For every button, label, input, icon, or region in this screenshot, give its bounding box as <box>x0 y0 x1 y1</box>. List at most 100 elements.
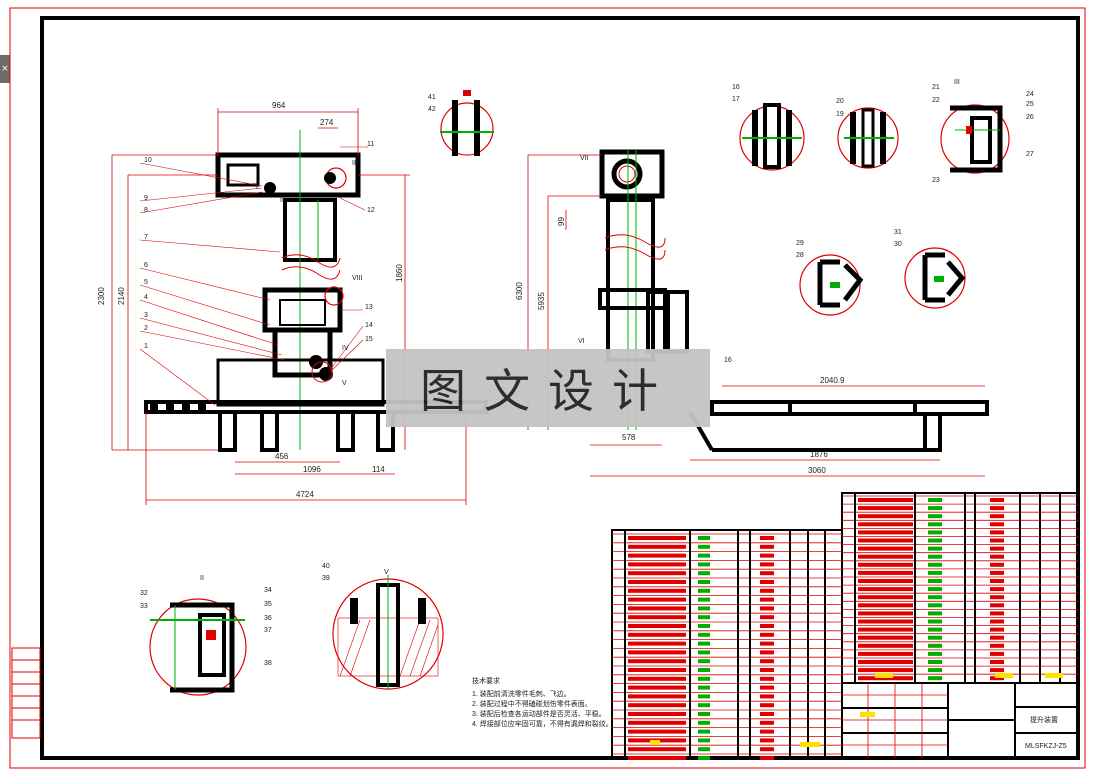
bom-cell-mark <box>698 694 710 699</box>
bom-cell-mark <box>760 650 774 655</box>
part-30: 30 <box>894 241 902 248</box>
bom-cell-mark <box>760 747 774 752</box>
bom-cell-mark <box>628 615 686 620</box>
bom-cell-mark <box>628 606 686 611</box>
part-16: 16 <box>724 357 732 364</box>
bom-cell-mark <box>858 660 913 664</box>
part-38: 38 <box>264 660 272 667</box>
bom-cell-mark <box>928 627 942 632</box>
bom-cell-mark <box>698 668 710 672</box>
bom-cell-mark <box>698 703 710 708</box>
bom-cell-mark <box>928 562 942 567</box>
bom-cell-mark <box>698 544 710 549</box>
bom-cell-mark <box>628 668 686 672</box>
view-label-V-detail: V <box>384 569 389 576</box>
bom-cell-mark <box>928 530 942 535</box>
part-2: 2 <box>144 325 148 332</box>
view-label-IV: IV <box>342 345 349 352</box>
bom-cell-mark <box>990 562 1004 567</box>
bom-cell-mark <box>760 588 774 593</box>
part-10: 10 <box>144 157 152 164</box>
bom-cell-mark <box>990 514 1004 519</box>
bom-cell-mark <box>628 580 686 584</box>
bom-cell-mark <box>928 538 942 543</box>
view-label-III-detail: III <box>954 79 960 86</box>
bom-cell-mark <box>760 720 774 725</box>
bom-cell-mark <box>760 615 774 620</box>
part-15: 15 <box>365 336 373 343</box>
bom-cell-mark <box>628 703 686 708</box>
bom-cell-mark <box>698 615 710 620</box>
title-block-name: 提升装置 <box>1030 715 1058 724</box>
bom-cell-mark <box>928 635 942 640</box>
part-23: 23 <box>932 177 940 184</box>
bom-cell-mark <box>928 506 942 511</box>
bom-cell-mark <box>858 538 913 543</box>
bom-cell-mark <box>628 641 686 646</box>
bom-cell-mark <box>928 595 942 600</box>
dim-5935: 5935 <box>537 292 546 310</box>
bom-cell-mark <box>760 676 774 681</box>
part-6: 6 <box>144 262 148 269</box>
part-28: 28 <box>796 252 804 259</box>
bom-cell-mark <box>760 553 774 558</box>
bom-cell-mark <box>760 738 774 743</box>
bom-cell-mark <box>858 506 913 511</box>
bom-cell-mark <box>990 579 1004 583</box>
part-31: 31 <box>894 229 902 236</box>
base-frame <box>216 358 385 407</box>
bom-cell-mark <box>698 597 710 602</box>
dim-964: 964 <box>272 101 286 110</box>
dim-6300: 6300 <box>515 282 524 300</box>
bom-cell-mark <box>698 536 710 540</box>
part-35: 35 <box>264 601 272 608</box>
part-16-detail: 16 <box>732 84 740 91</box>
top-gearbox <box>215 152 361 198</box>
left-stamp-block <box>11 647 41 739</box>
part-40: 40 <box>322 563 330 570</box>
bom-cell-mark <box>990 660 1004 664</box>
bom-cell-mark <box>990 546 1004 551</box>
bom-cell-mark <box>628 562 686 567</box>
bom-cell-mark <box>990 570 1004 575</box>
side-tab[interactable]: × <box>0 55 10 83</box>
part-26: 26 <box>1026 114 1034 121</box>
bom-cell-mark <box>858 651 913 656</box>
bom-cell-mark <box>628 712 686 716</box>
inner-frame <box>40 16 1080 760</box>
bom-cell-mark <box>858 635 913 640</box>
bom-cell-mark <box>990 522 1004 527</box>
bom-cell-mark <box>928 579 942 583</box>
bom-cell-mark <box>858 603 913 608</box>
bom-cell-mark <box>760 668 774 672</box>
bom-cell-mark <box>760 685 774 690</box>
bom-cell-mark <box>628 685 686 690</box>
bom-cell-mark <box>760 544 774 549</box>
bom-cell-mark <box>760 624 774 628</box>
bom-cell-mark <box>928 498 942 502</box>
bom-cell-mark <box>858 611 913 616</box>
bom-cell-mark <box>760 694 774 699</box>
bom-cell-mark <box>698 676 710 681</box>
bom-cell-mark <box>628 588 686 593</box>
part-17: 17 <box>732 96 740 103</box>
bom-cell-mark <box>990 498 1004 502</box>
bom-cell-mark <box>858 498 913 502</box>
bom-cell-mark <box>858 514 913 519</box>
bom-cell-mark <box>990 611 1004 616</box>
bom-cell-mark <box>928 514 942 519</box>
view-label-II-detail: II <box>200 575 204 582</box>
bom-cell-mark <box>858 627 913 632</box>
bom-cell-mark <box>928 570 942 575</box>
dim-2140: 2140 <box>117 287 126 305</box>
bom-cell-mark <box>858 530 913 535</box>
dim-456: 456 <box>275 452 289 461</box>
bom-cell-mark <box>760 562 774 567</box>
part-41: 41 <box>428 94 436 101</box>
notes-line-2: 2. 装配过程中不得磕碰划伤零件表面。 <box>472 699 592 708</box>
bom-cell-mark <box>928 522 942 527</box>
bom-cell-mark <box>698 720 710 725</box>
upper-shaft <box>283 198 337 262</box>
bom-cell-mark <box>698 659 710 664</box>
